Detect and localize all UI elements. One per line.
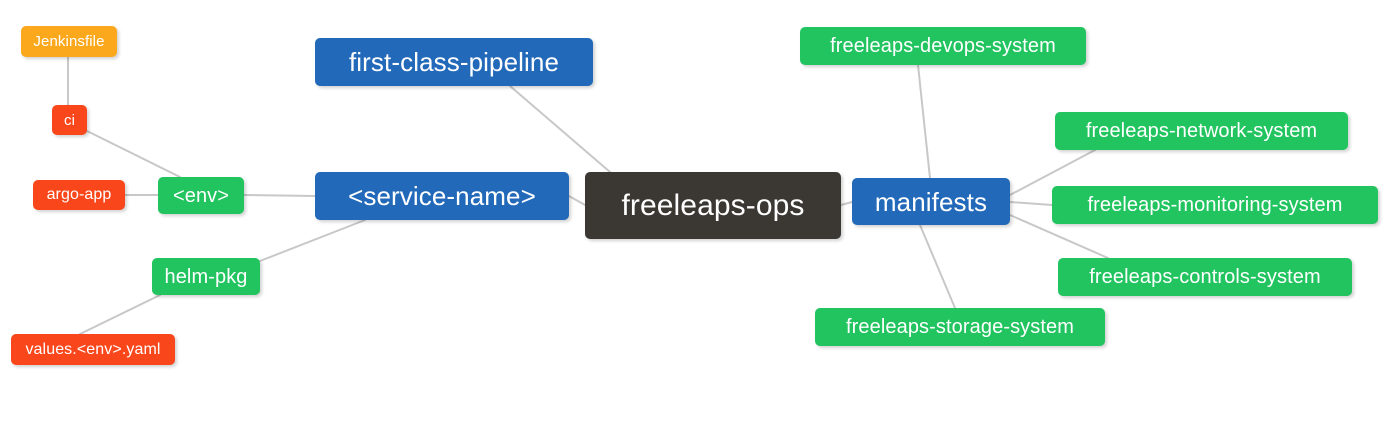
node-jenkins[interactable]: Jenkinsfile <box>21 26 117 57</box>
node-manifests[interactable]: manifests <box>852 178 1010 225</box>
node-network[interactable]: freeleaps-network-system <box>1055 112 1348 150</box>
edge-helm-to-values <box>79 294 161 335</box>
node-root[interactable]: freeleaps-ops <box>585 172 841 239</box>
node-label-jenkins: Jenkinsfile <box>33 33 105 50</box>
node-label-ci: ci <box>63 111 76 129</box>
edge-env-to-ci <box>86 130 181 178</box>
node-ci[interactable]: ci <box>52 105 87 135</box>
edge-service-to-env <box>243 194 316 197</box>
edge-root-to-pipeline <box>509 85 611 173</box>
node-storage[interactable]: freeleaps-storage-system <box>815 308 1105 346</box>
node-label-pipeline: first-class-pipeline <box>348 47 560 77</box>
edge-root-to-manifests <box>840 201 853 206</box>
node-label-service: <service-name> <box>348 181 536 211</box>
edge-manifests-to-storage <box>919 224 956 309</box>
node-label-helm: helm-pkg <box>164 265 248 288</box>
edge-manifests-to-devops <box>917 64 931 179</box>
edge-root-to-service <box>568 195 586 206</box>
edge-manifests-to-monitoring <box>1009 201 1053 206</box>
node-service[interactable]: <service-name> <box>315 172 569 220</box>
node-label-storage: freeleaps-storage-system <box>845 316 1075 338</box>
node-label-manifests: manifests <box>874 186 988 217</box>
node-label-root: freeleaps-ops <box>621 188 805 222</box>
node-values[interactable]: values.<env>.yaml <box>11 334 175 365</box>
node-label-env: <env> <box>172 184 230 207</box>
edge-manifests-to-controls <box>1009 214 1109 259</box>
node-helm[interactable]: helm-pkg <box>152 258 260 295</box>
node-monitoring[interactable]: freeleaps-monitoring-system <box>1052 186 1378 224</box>
node-label-monitoring: freeleaps-monitoring-system <box>1087 194 1343 216</box>
node-pipeline[interactable]: first-class-pipeline <box>315 38 593 86</box>
node-devops[interactable]: freeleaps-devops-system <box>800 27 1086 65</box>
node-label-network: freeleaps-network-system <box>1085 120 1318 142</box>
node-label-argo: argo-app <box>46 186 112 203</box>
node-label-controls: freeleaps-controls-system <box>1089 266 1321 288</box>
node-controls[interactable]: freeleaps-controls-system <box>1058 258 1352 296</box>
node-label-values: values.<env>.yaml <box>25 340 161 358</box>
edge-service-to-helm <box>259 219 366 262</box>
edge-manifests-to-network <box>1009 149 1096 196</box>
node-label-devops: freeleaps-devops-system <box>830 35 1056 57</box>
node-env[interactable]: <env> <box>158 177 244 214</box>
node-argo[interactable]: argo-app <box>33 180 125 210</box>
